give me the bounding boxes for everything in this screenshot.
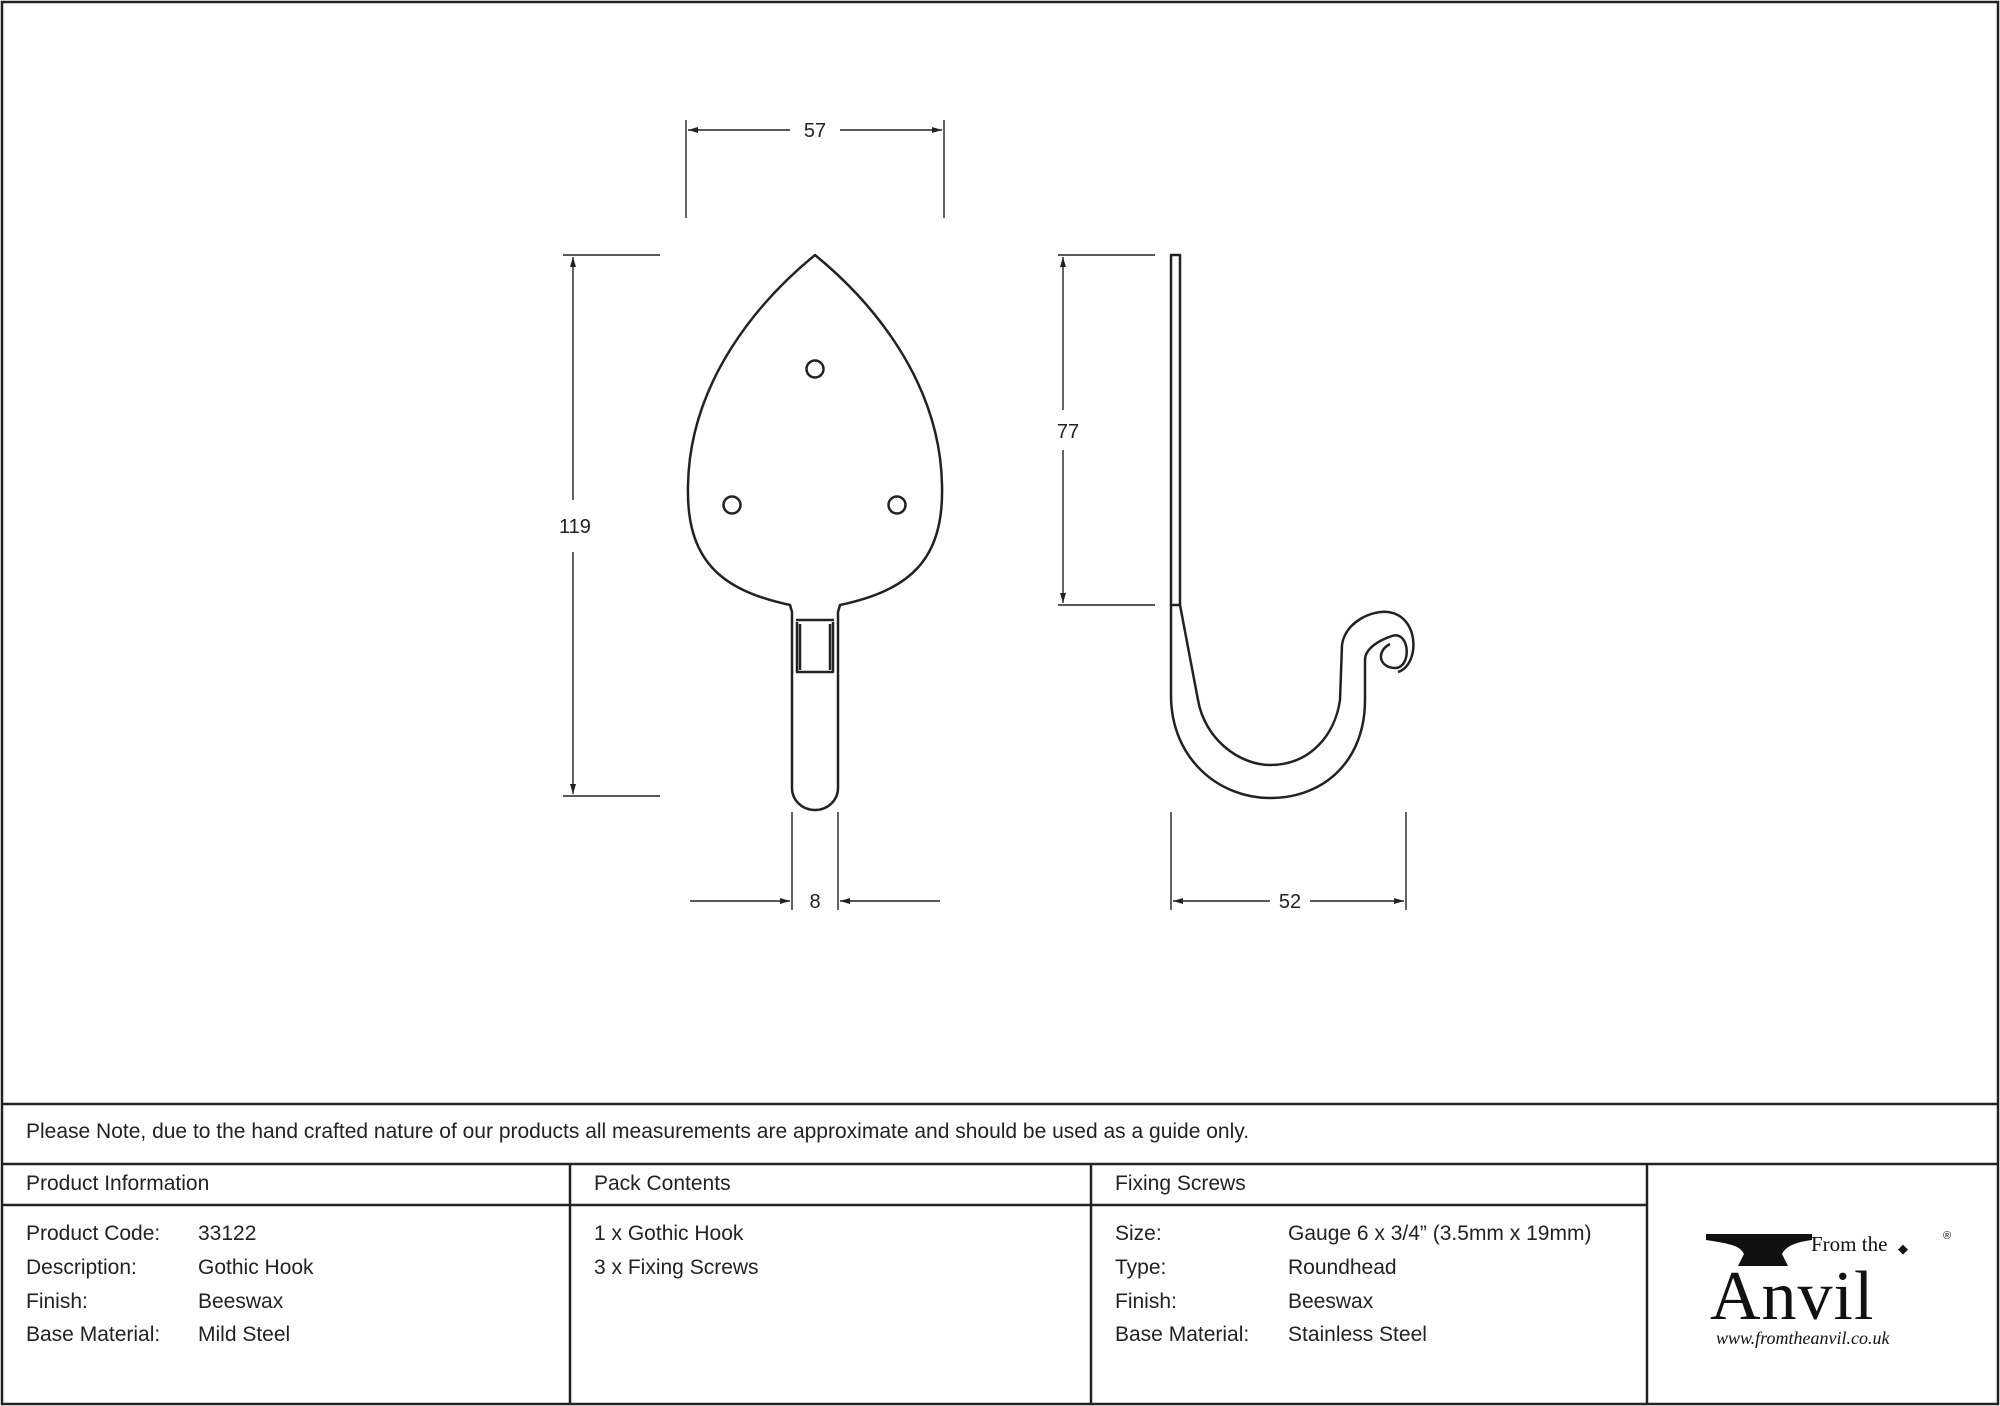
hook-arm (1169, 604, 1415, 800)
dim-shank-width: 8 (809, 891, 820, 913)
logo-url: www.fromtheanvil.co.uk (1716, 1328, 1890, 1348)
finish-value: Beeswax (198, 1290, 284, 1313)
pack-item: 1 x Gothic Hook (594, 1222, 744, 1245)
hook-backplate (1169, 253, 1182, 607)
product-information-heading: Product Information (26, 1172, 210, 1195)
dim-plate-width: 57 (804, 120, 826, 142)
pack-item: 3 x Fixing Screws (594, 1256, 759, 1279)
dim-total-height: 119 (559, 516, 591, 538)
product-code-value: 33122 (198, 1222, 257, 1245)
dim-hook-drop: 77 (1057, 421, 1079, 443)
description-label: Description: (26, 1256, 137, 1279)
screw-material-label: Base Material: (1115, 1323, 1250, 1346)
gothic-plate-outline (686, 253, 944, 812)
screw-finish-label: Finish: (1115, 1290, 1177, 1313)
dimension-labels: 57 119 77 8 52 (559, 120, 1301, 913)
fixing-screws-heading: Fixing Screws (1115, 1172, 1246, 1195)
base-material-value: Mild Steel (198, 1323, 291, 1346)
base-material-label: Base Material: (26, 1323, 161, 1346)
screw-material-value: Stainless Steel (1288, 1323, 1427, 1346)
screw-size-value: Gauge 6 x 3/4” (3.5mm x 19mm) (1288, 1222, 1592, 1245)
dimension-lines (563, 120, 1407, 910)
measurement-note: Please Note, due to the hand crafted nat… (26, 1120, 1250, 1143)
finish-label: Finish: (26, 1290, 88, 1313)
from-the-anvil-logo: From the ◆ ® Anvil www.fromtheanvil.co.u… (1700, 1222, 1960, 1348)
screw-type-label: Type: (1115, 1256, 1167, 1279)
registered-mark: ® (1943, 1230, 1952, 1242)
screw-finish-value: Beeswax (1288, 1290, 1374, 1313)
diamond-icon: ◆ (1898, 1241, 1908, 1256)
side-view (1169, 253, 1415, 800)
front-view (686, 253, 944, 812)
screw-hole-right (887, 495, 907, 515)
logo-from-the: From the (1811, 1232, 1888, 1256)
anvil-icon (1706, 1234, 1812, 1266)
shank-collar (795, 618, 835, 674)
pack-contents-heading: Pack Contents (594, 1172, 731, 1195)
screw-size-label: Size: (1115, 1222, 1162, 1245)
screw-type-value: Roundhead (1288, 1256, 1397, 1279)
info-table-frame (2, 1102, 1998, 1404)
screw-hole-left (722, 495, 742, 515)
description-value: Gothic Hook (198, 1256, 314, 1279)
logo-brand: Anvil (1710, 1258, 1875, 1335)
product-code-label: Product Code: (26, 1222, 161, 1245)
dim-projection: 52 (1279, 891, 1301, 913)
screw-hole-top (805, 359, 825, 379)
